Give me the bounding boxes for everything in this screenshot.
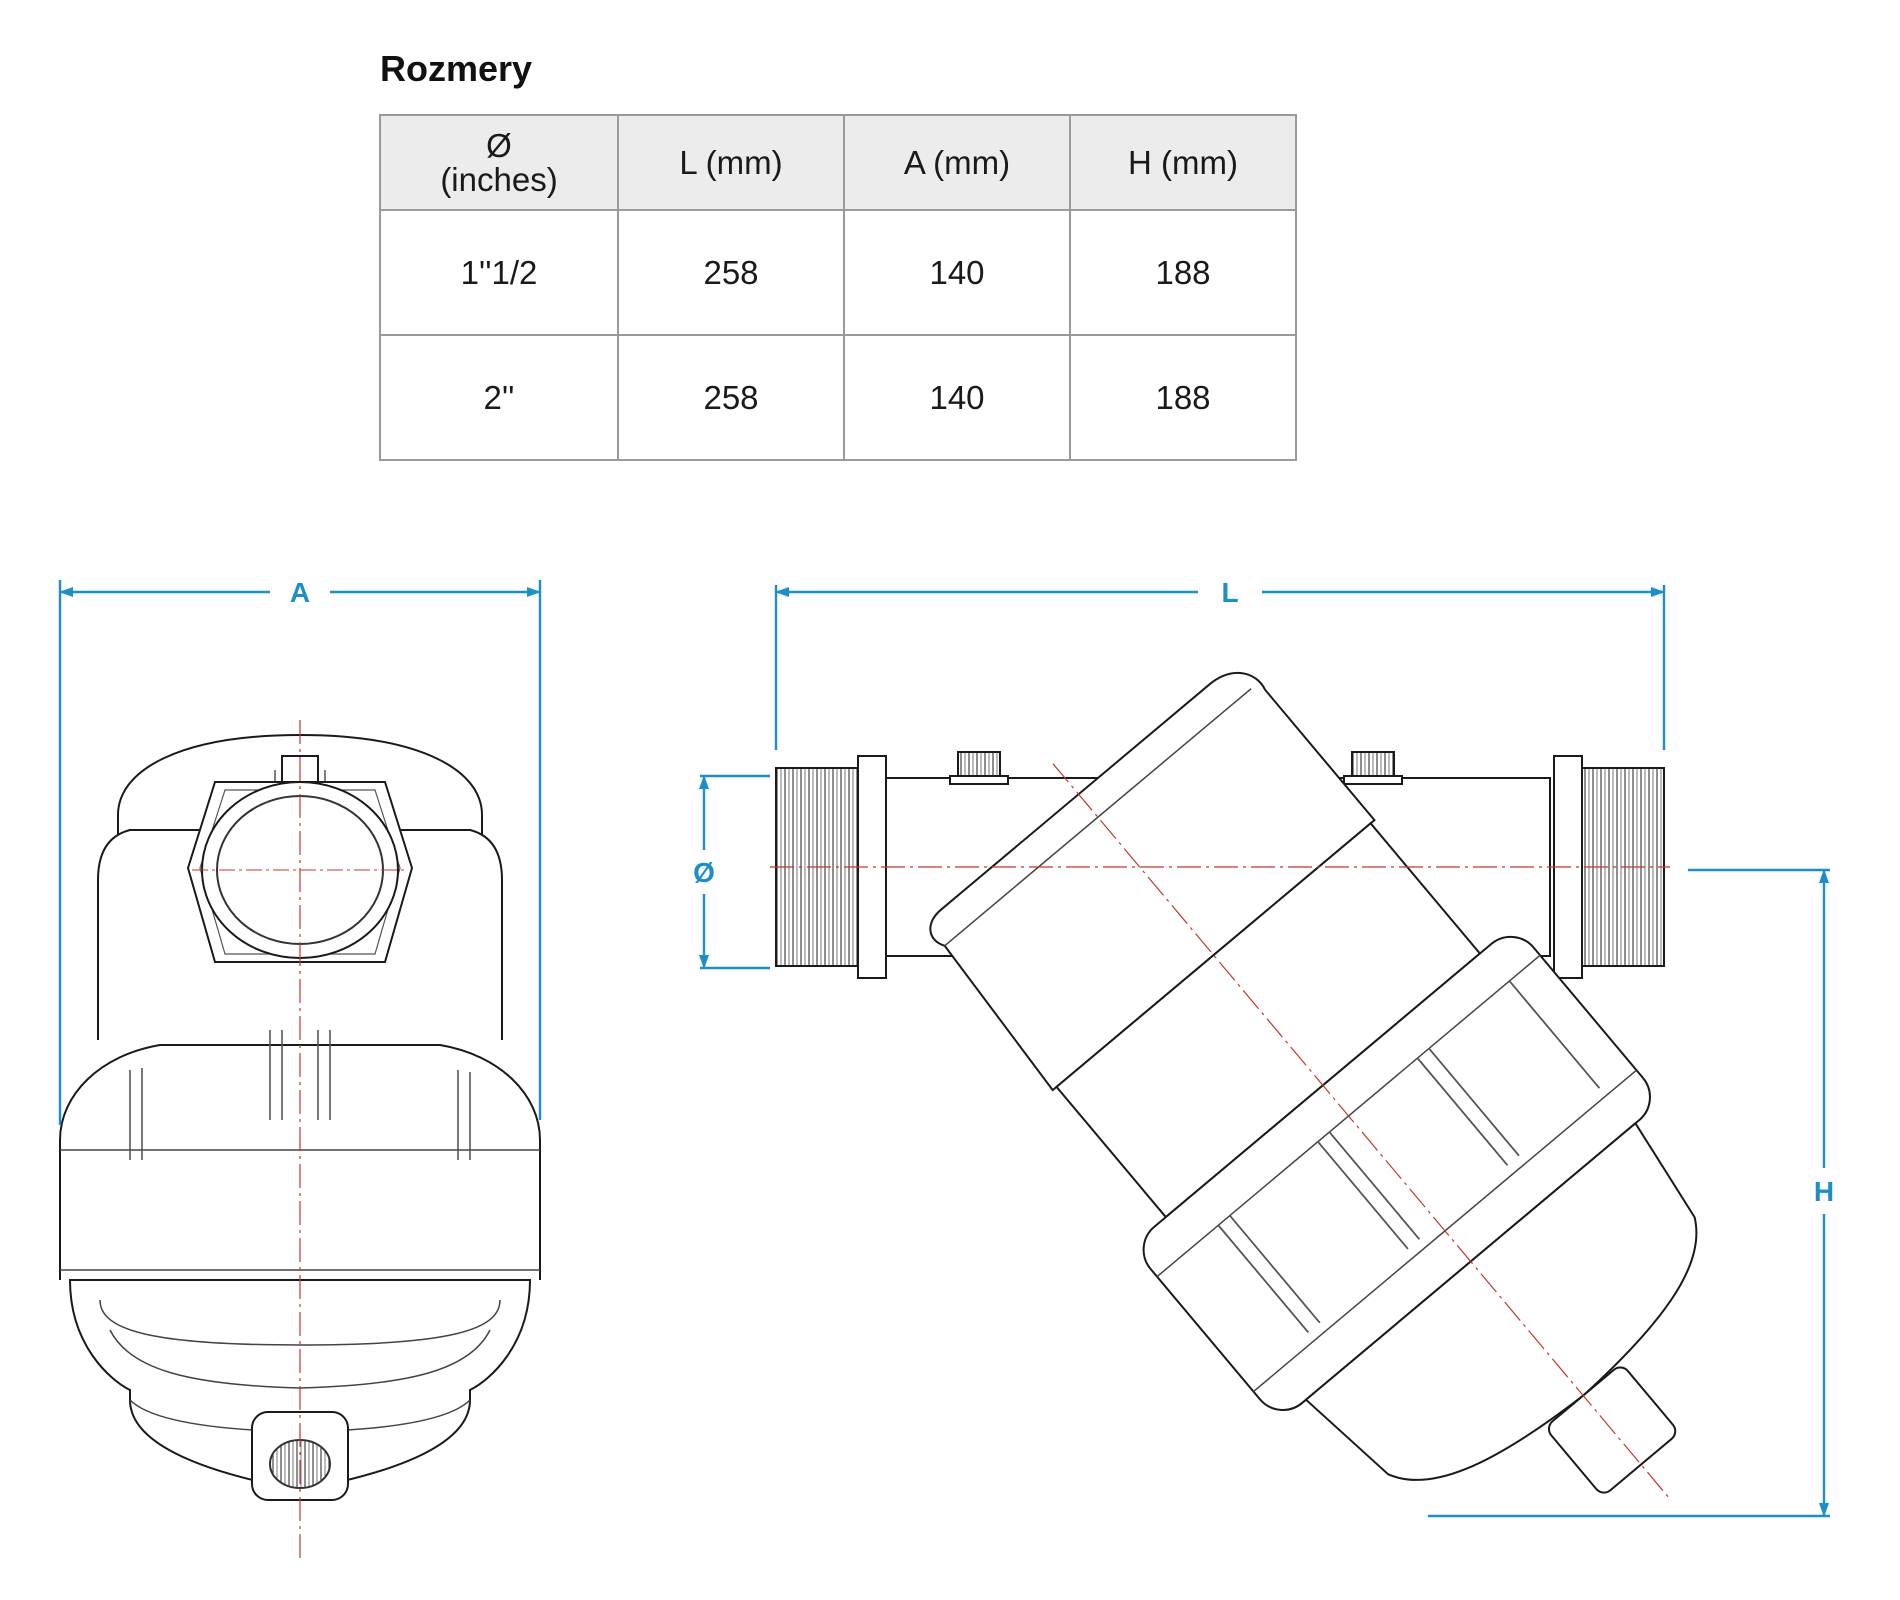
- dimension-l: [774, 585, 1666, 750]
- cell-width: 140: [843, 334, 1071, 461]
- table-row: 2'' 258 140 188: [379, 334, 1297, 461]
- dimension-a-label: A: [290, 577, 310, 608]
- front-view: [59, 720, 541, 1560]
- cell-diameter: 2'': [379, 334, 619, 461]
- dimension-diameter-label: Ø: [693, 857, 715, 888]
- cell-height: 188: [1069, 334, 1297, 461]
- dimension-a: [58, 580, 542, 1125]
- dimension-h: [1428, 868, 1830, 1518]
- header-diameter: Ø (inches): [379, 114, 619, 211]
- header-length: L (mm): [617, 114, 845, 211]
- dimension-l-label: L: [1221, 577, 1238, 608]
- header-diameter-unit: (inches): [440, 160, 558, 198]
- header-width: A (mm): [843, 114, 1071, 211]
- header-height: H (mm): [1069, 114, 1297, 211]
- angled-filter-body: [929, 671, 1698, 1500]
- cell-length: 258: [617, 209, 845, 336]
- table-header-row: Ø (inches) L (mm) A (mm) H (mm): [379, 114, 1297, 211]
- side-view: [770, 671, 1698, 1500]
- cell-width: 140: [843, 209, 1071, 336]
- cell-length: 258: [617, 334, 845, 461]
- dimensions-table: Ø (inches) L (mm) A (mm) H (mm) 1''1/2 2…: [379, 114, 1297, 461]
- header-diameter-symbol: Ø: [486, 126, 512, 164]
- cell-diameter: 1''1/2: [379, 209, 619, 336]
- dimension-diameter: [699, 774, 770, 970]
- page-title: Rozmery: [380, 48, 533, 89]
- cell-height: 188: [1069, 209, 1297, 336]
- dimension-h-label: H: [1814, 1176, 1834, 1207]
- table-row: 1''1/2 258 140 188: [379, 209, 1297, 336]
